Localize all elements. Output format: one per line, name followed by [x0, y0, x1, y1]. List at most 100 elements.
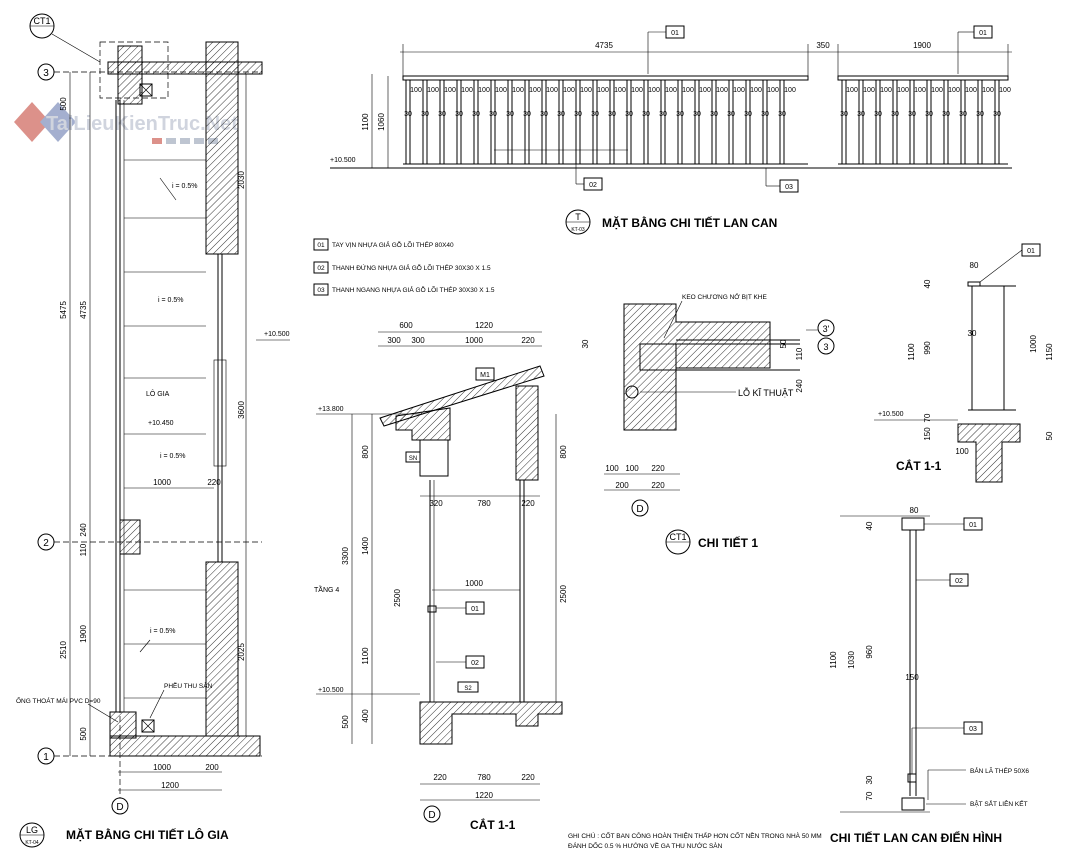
bar-label: 30	[591, 111, 599, 118]
wall-bottom	[109, 735, 261, 757]
svg-text:CHI TIẾT 1: CHI TIẾT 1	[698, 535, 758, 550]
svg-text:110: 110	[79, 543, 88, 556]
baluster	[841, 79, 847, 165]
spacing-label: 100	[767, 87, 779, 94]
spacing-label: 100	[529, 87, 541, 94]
bar-label: 30	[438, 111, 446, 118]
tag-02: 02	[494, 149, 628, 191]
level-label: +10.500	[264, 331, 290, 338]
svg-text:02: 02	[317, 265, 325, 272]
baluster	[592, 79, 598, 165]
baluster	[456, 79, 462, 165]
axis-2-bubble: 2	[37, 533, 262, 551]
spacing-label: 100	[563, 87, 575, 94]
svg-text:03: 03	[317, 287, 325, 294]
svg-text:01: 01	[969, 522, 977, 529]
svg-text:320: 320	[429, 499, 443, 508]
floor-drain-bottom	[141, 719, 155, 733]
bar-label: 30	[506, 111, 514, 118]
svg-text:01: 01	[979, 30, 987, 37]
spacing-label: 100	[846, 87, 858, 94]
svg-text:1220: 1220	[475, 321, 493, 330]
tag-01: 01	[957, 25, 993, 74]
baluster	[660, 79, 666, 165]
bar-label: 30	[993, 111, 1001, 118]
baluster	[943, 79, 949, 165]
bar-label: 30	[421, 111, 429, 118]
baluster	[728, 79, 734, 165]
svg-text:4735: 4735	[79, 301, 88, 319]
svg-text:100: 100	[955, 447, 969, 456]
svg-text:LG: LG	[26, 825, 38, 835]
svg-text:D: D	[428, 810, 435, 821]
svg-text:CT1: CT1	[669, 532, 686, 542]
general-notes: GHI CHÚ : CỐT BAN CÔNG HOÀN THIỆN THẤP H…	[568, 830, 822, 850]
column-bottom	[109, 711, 137, 739]
svg-text:CT1: CT1	[33, 16, 50, 26]
svg-text:220: 220	[651, 481, 665, 490]
svg-text:1000: 1000	[153, 478, 171, 487]
bar-label: 30	[925, 111, 933, 118]
svg-text:01: 01	[471, 606, 479, 613]
svg-text:THANH NGANG NHỰA GIẢ GỖ LÕI TH: THANH NGANG NHỰA GIẢ GỖ LÕI THÉP 30X30 X…	[332, 285, 495, 294]
svg-text:4735: 4735	[595, 41, 613, 50]
svg-text:+13.800: +13.800	[318, 406, 344, 413]
spacing-label: 100	[410, 87, 422, 94]
spacing-label: 100	[682, 87, 694, 94]
svg-text:1000: 1000	[1029, 335, 1038, 353]
svg-text:03: 03	[785, 184, 793, 191]
bar-label: 30	[891, 111, 899, 118]
level-label: +10.450	[148, 420, 174, 427]
baluster	[626, 79, 632, 165]
svg-text:80: 80	[970, 261, 979, 270]
baluster	[892, 79, 898, 165]
svg-text:MẶT BẰNG CHI TIẾT LÔ GIA: MẶT BẰNG CHI TIẾT LÔ GIA	[66, 827, 229, 842]
funnel-label: PHỄU THU SÀN	[164, 681, 213, 690]
svg-text:350: 350	[816, 41, 830, 50]
svg-text:240: 240	[795, 379, 804, 393]
baluster	[575, 79, 581, 165]
svg-text:220: 220	[433, 773, 447, 782]
svg-text:220: 220	[521, 336, 535, 345]
svg-text:3': 3'	[823, 324, 830, 334]
svg-text:M1: M1	[480, 372, 490, 379]
svg-text:220: 220	[521, 499, 535, 508]
svg-text:70: 70	[865, 791, 874, 800]
svg-text:240: 240	[79, 523, 88, 537]
ct1-tag-top: CT1	[29, 13, 169, 99]
room-label: LÔ GIA	[146, 389, 170, 398]
logia-plan: 3 2 1 D CT1	[16, 13, 290, 848]
svg-text:1400: 1400	[361, 537, 370, 555]
svg-text:1: 1	[43, 752, 49, 763]
svg-text:+10.500: +10.500	[318, 687, 344, 694]
slope-label: i = 0.5%	[160, 453, 186, 460]
spacing-label: 100	[461, 87, 473, 94]
svg-text:TAY VỊN NHỰA GIẢ GỖ LÕI THÉP 8: TAY VỊN NHỰA GIẢ GỖ LÕI THÉP 80X40	[332, 240, 454, 249]
svg-text:1100: 1100	[907, 343, 916, 361]
bar-label: 30	[727, 111, 735, 118]
tag-01: 01	[924, 517, 983, 531]
svg-text:S2: S2	[464, 686, 472, 692]
bar-label: 30	[710, 111, 718, 118]
svg-text:40: 40	[865, 521, 874, 530]
baluster	[694, 79, 700, 165]
svg-text:1000: 1000	[465, 579, 483, 588]
svg-text:02: 02	[955, 578, 963, 585]
spacing-label: 100	[880, 87, 892, 94]
svg-text:50: 50	[1045, 431, 1054, 440]
bar-label: 30	[744, 111, 752, 118]
railing-plan-title: T KT-03 MẶT BẰNG CHI TIẾT LAN CAN	[565, 209, 777, 235]
slope-label: i = 0.5%	[172, 183, 198, 190]
typical-railing-detail: 80 40 1100 1030 960 150 30 70 01 02 03 B…	[829, 506, 1029, 845]
bar-label: 30	[959, 111, 967, 118]
tag-03: 03	[765, 168, 799, 193]
svg-text:400: 400	[361, 709, 370, 723]
svg-text:800: 800	[361, 445, 370, 459]
bar-label: 30	[489, 111, 497, 118]
spacing-label: 100	[699, 87, 711, 94]
svg-text:300: 300	[411, 336, 425, 345]
svg-text:100: 100	[625, 464, 639, 473]
baluster	[779, 79, 785, 165]
